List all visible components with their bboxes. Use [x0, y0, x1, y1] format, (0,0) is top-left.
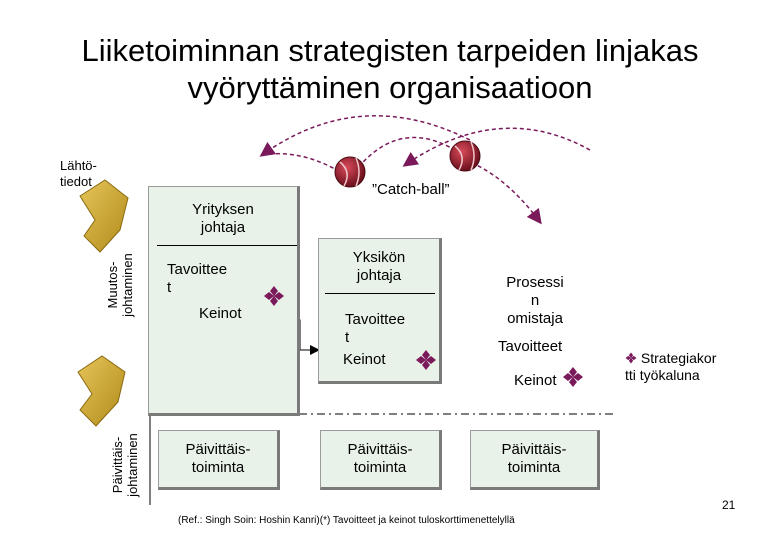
process-means-label: Keinot [514, 372, 557, 390]
daily-operation-box-1: Päivittäis- toiminta [158, 430, 280, 490]
catch-ball-label: ”Catch-ball” [372, 181, 450, 198]
strategy-diamond-icon [625, 352, 637, 364]
unit-manager-heading: Yksikön johtaja [319, 249, 439, 285]
catch-arc-top-left [262, 116, 470, 155]
legend: Strategiakor tti työkaluna [625, 350, 775, 384]
chevron-arrow-shape-top [80, 180, 128, 252]
catch-arc-mid [350, 138, 455, 179]
strategy-diamond-icon [415, 349, 437, 371]
muutosjohtaminen-label: Muutos- johtaminen [105, 245, 135, 325]
ball-icon-right [450, 141, 480, 171]
company-means-label: Keinot [199, 305, 242, 323]
ball-icon-left [335, 157, 365, 187]
legend-line-1: Strategiakor [641, 350, 716, 366]
process-goals-label: Tavoitteet [498, 338, 562, 356]
company-manager-heading: Yrityksen johtaja [149, 201, 297, 237]
process-owner-heading: Prosessi n omistaja [480, 274, 590, 328]
unit-goals-label: Tavoittee t [345, 311, 405, 347]
strategy-diamond-icon [562, 366, 584, 388]
daily-operation-box-3: Päivittäis- toiminta [470, 430, 600, 490]
lahtotiedot-label: Lähtö- tiedot [60, 158, 97, 190]
company-goals-label: Tavoittee t [167, 261, 227, 297]
catch-arc-right-up [405, 128, 590, 165]
catch-arc-right-down [465, 160, 540, 222]
reference-text: (Ref.: Singh Soin: Hoshin Kanri)(*) Tavo… [178, 515, 648, 526]
legend-line-2: tti työkaluna [625, 367, 775, 384]
company-manager-box: Yrityksen johtaja Tavoittee t Keinot [148, 186, 300, 416]
unit-means-label: Keinot [343, 351, 386, 369]
strategy-diamond-icon [263, 285, 285, 307]
process-owner-group: Prosessi n omistaja Tavoitteet Keinot [480, 266, 610, 396]
paivittaisjohtaminen-label: Päivittäis- johtaminen [110, 420, 140, 510]
page-number: 21 [722, 498, 735, 512]
daily-operation-box-2: Päivittäis- toiminta [320, 430, 442, 490]
chevron-arrow-shape-bottom [78, 356, 125, 426]
unit-manager-box: Yksikön johtaja Tavoittee t Keinot [318, 238, 442, 384]
